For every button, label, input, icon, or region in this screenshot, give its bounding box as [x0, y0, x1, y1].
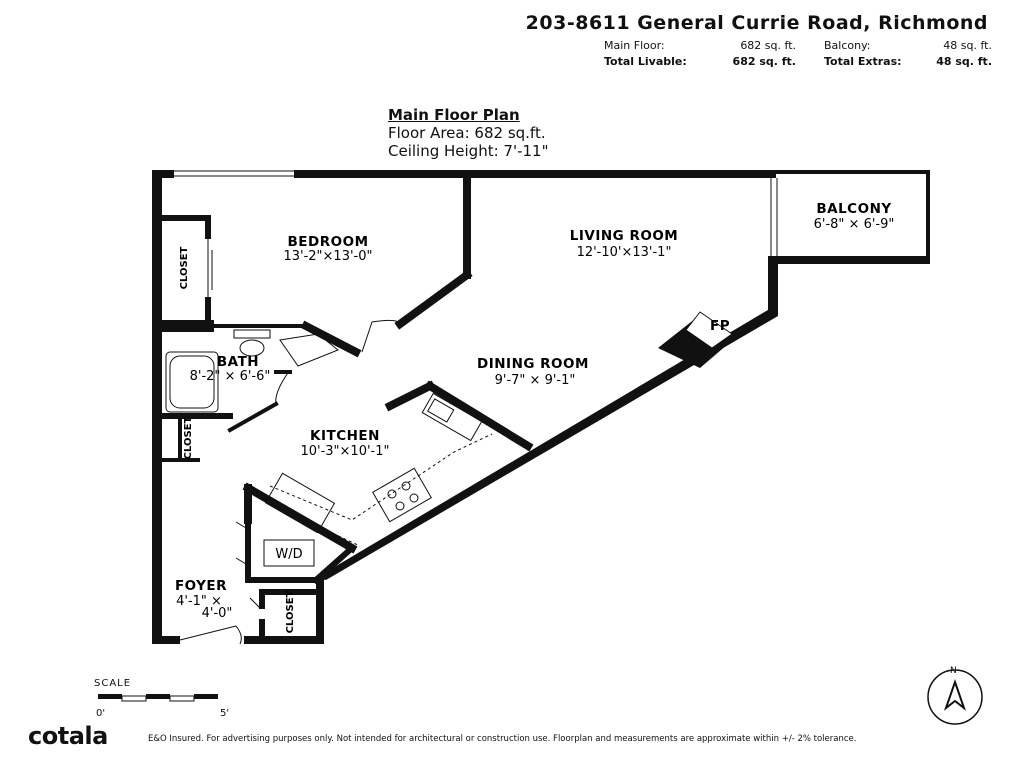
bath-name: BATH [217, 354, 259, 370]
bedroom-closet-label: CLOSET [179, 246, 190, 289]
doors [179, 236, 401, 645]
scale-bar: SCALE 0' 5' [94, 678, 234, 720]
balcony-door [770, 178, 778, 256]
scale-label: SCALE [94, 678, 132, 689]
fireplace: FP [685, 311, 733, 349]
plan-title: Main Floor Plan [388, 106, 520, 124]
total-extras-value: 48 sq. ft. [936, 55, 992, 68]
room-labels: BEDROOM 13'-2"×13'-0" LIVING ROOM 12'-10… [175, 201, 894, 621]
living-room-name: LIVING ROOM [570, 228, 678, 244]
main-floor-label: Main Floor: [604, 39, 665, 52]
area-summary: Main Floor: 682 sq. ft. Balcony: 48 sq. … [604, 38, 992, 70]
ceiling-height: Ceiling Height: 7'-11" [388, 142, 549, 160]
north-label: N [950, 666, 957, 676]
foyer-dims-line1: 4'-1" × [176, 594, 222, 609]
foyer-closet-label: CLOSET [285, 590, 296, 633]
closet-labels: CLOSET CLOSET CLOSET [179, 246, 296, 633]
kitchen-dims: 10'-3"×10'-1" [300, 444, 389, 459]
living-room-dims: 12'-10'×13'-1" [577, 245, 672, 260]
balcony-name: BALCONY [816, 201, 891, 217]
bedroom-window [174, 170, 294, 177]
balcony-area-label: Balcony: [824, 39, 871, 52]
bath-dims: 8'-2" × 6'-6" [190, 369, 271, 384]
bedroom-name: BEDROOM [288, 234, 369, 250]
scale-end: 5' [220, 708, 230, 719]
foyer-dims-line2: 4'-0" [202, 606, 233, 621]
balcony-area-value: 48 sq. ft. [943, 39, 992, 52]
dining-room-name: DINING ROOM [477, 356, 589, 372]
total-livable-value: 682 sq. ft. [732, 55, 796, 68]
fireplace-label: FP [710, 318, 730, 334]
compass-icon [927, 669, 983, 725]
north-compass: N [926, 666, 984, 726]
balcony-dims: 6'-8" × 6'-9" [814, 217, 895, 232]
scale-start: 0' [96, 708, 106, 719]
washer-dryer-label: W/D [275, 547, 302, 562]
bedroom-dims: 13'-2"×13'-0" [283, 249, 372, 264]
floor-area: Floor Area: 682 sq.ft. [388, 124, 546, 142]
total-livable-label: Total Livable: [604, 55, 687, 68]
kitchen-name: KITCHEN [310, 428, 380, 444]
scale-graphic [98, 694, 218, 702]
main-floor-value: 682 sq. ft. [740, 39, 796, 52]
brand-logo: cotala [28, 722, 108, 750]
total-extras-label: Total Extras: [824, 55, 902, 68]
property-address: 203-8611 General Currie Road, Richmond [525, 12, 988, 34]
plan-header: Main Floor Plan Floor Area: 682 sq.ft. C… [388, 106, 548, 160]
foyer-name: FOYER [175, 578, 227, 594]
disclaimer-text: E&O Insured. For advertising purposes on… [148, 734, 857, 744]
fixtures [165, 329, 493, 567]
kitchen-closet-label: CLOSET [183, 416, 194, 459]
dining-room-dims: 9'-7" × 9'-1" [495, 373, 576, 388]
